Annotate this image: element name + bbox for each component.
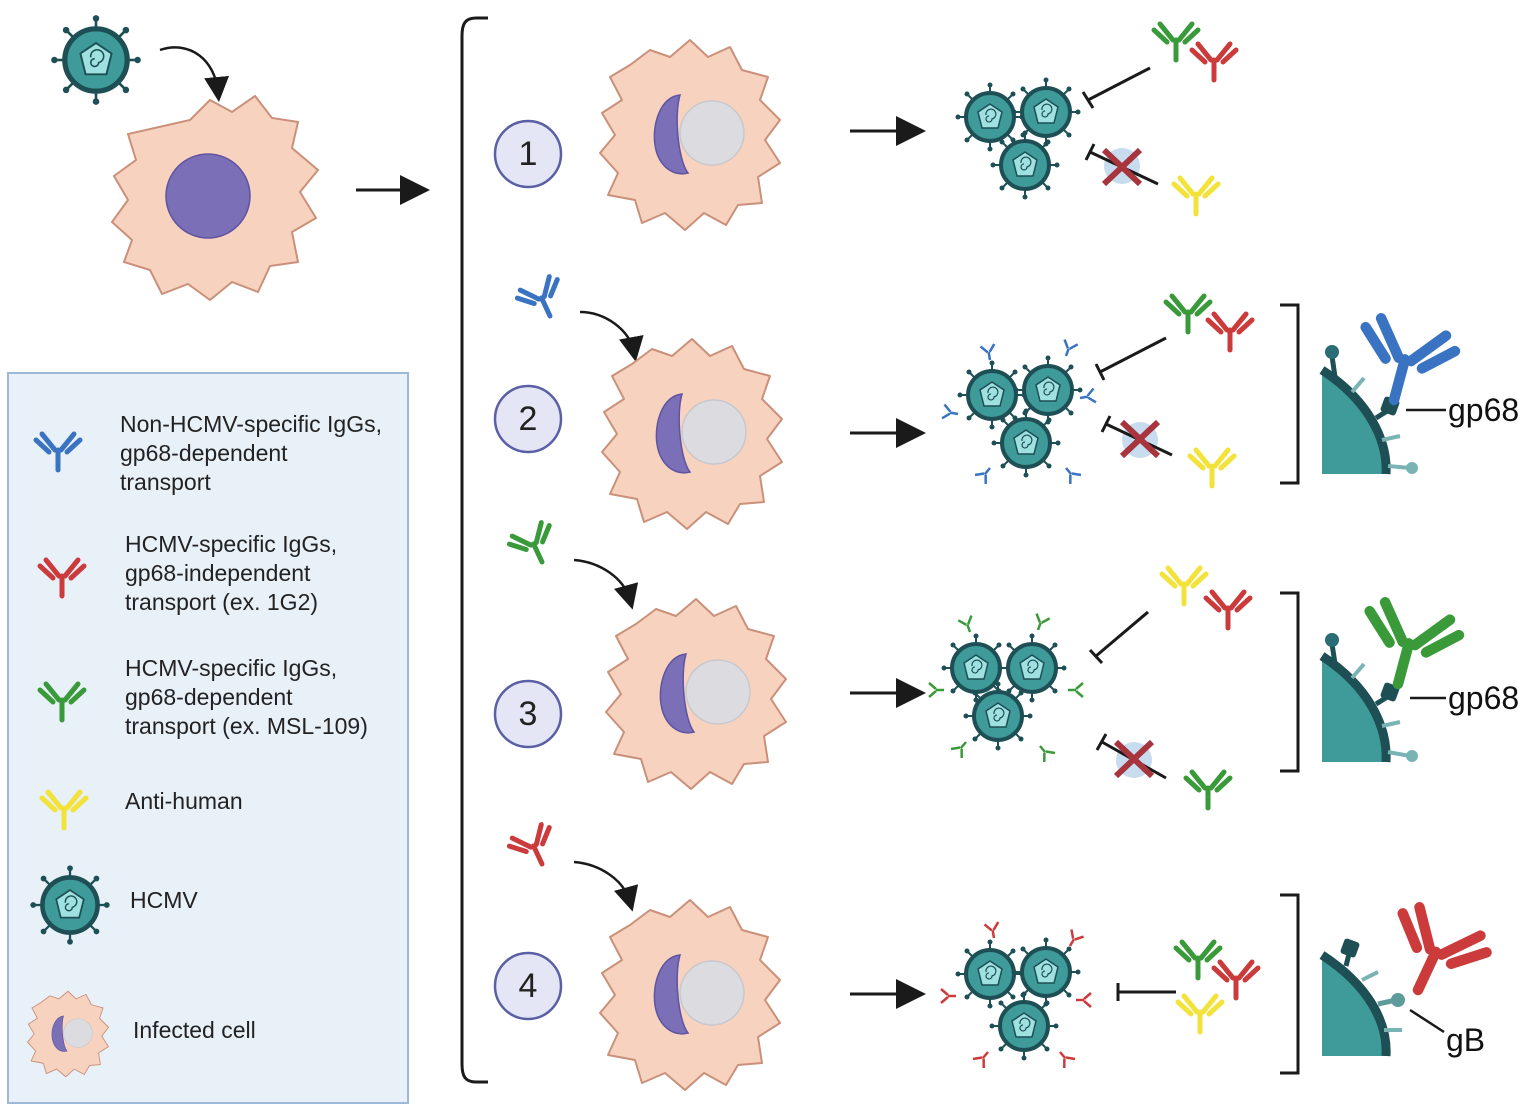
callout-gp68-2: gp68: [1448, 392, 1520, 428]
legend-label-blue: Non-HCMV-specific IgGs, gp68-dependent t…: [120, 411, 383, 495]
callout-gb-4: gB: [1446, 1022, 1486, 1058]
step-number-1: 1: [518, 135, 538, 173]
inhibit-line-1: [1087, 66, 1151, 102]
add-arrow-4: [573, 860, 639, 912]
callout-gp68-3: gp68: [1448, 680, 1520, 716]
add-arrow-3: [573, 558, 639, 610]
legend-label-yellow: Anti-human: [125, 788, 243, 814]
legend-label-infected-cell: Infected cell: [133, 1017, 256, 1043]
legend-cell-icon: [27, 990, 109, 1078]
step-number-3: 3: [518, 695, 538, 733]
legend-virus-icon: [30, 865, 109, 944]
legend-icon-yellow: [42, 792, 86, 828]
block-x-icon: [1101, 147, 1143, 187]
legend-label-hcmv: HCMV: [130, 887, 198, 913]
legend-label-green: HCMV-specific IgGs, gp68-dependent trans…: [125, 655, 368, 739]
cell-nucleus: [165, 153, 251, 239]
legend-icon-red: [40, 560, 84, 596]
step-number-4: 4: [518, 967, 538, 1005]
zoom-virus-3: [1319, 599, 1462, 763]
zoom-virus-4: [1319, 902, 1492, 1057]
infection-arrow: [159, 46, 230, 102]
scenario-brace: [460, 16, 488, 1084]
zoom-virus-2: [1319, 315, 1458, 475]
legend-icon-blue: [36, 434, 80, 470]
legend-icon-green: [40, 684, 84, 720]
step-number-2: 2: [518, 400, 538, 438]
legend-label-red: HCMV-specific IgGs, gp68-independent tra…: [125, 531, 338, 615]
add-arrow-2: [579, 310, 644, 362]
legend-box: [7, 372, 409, 1104]
